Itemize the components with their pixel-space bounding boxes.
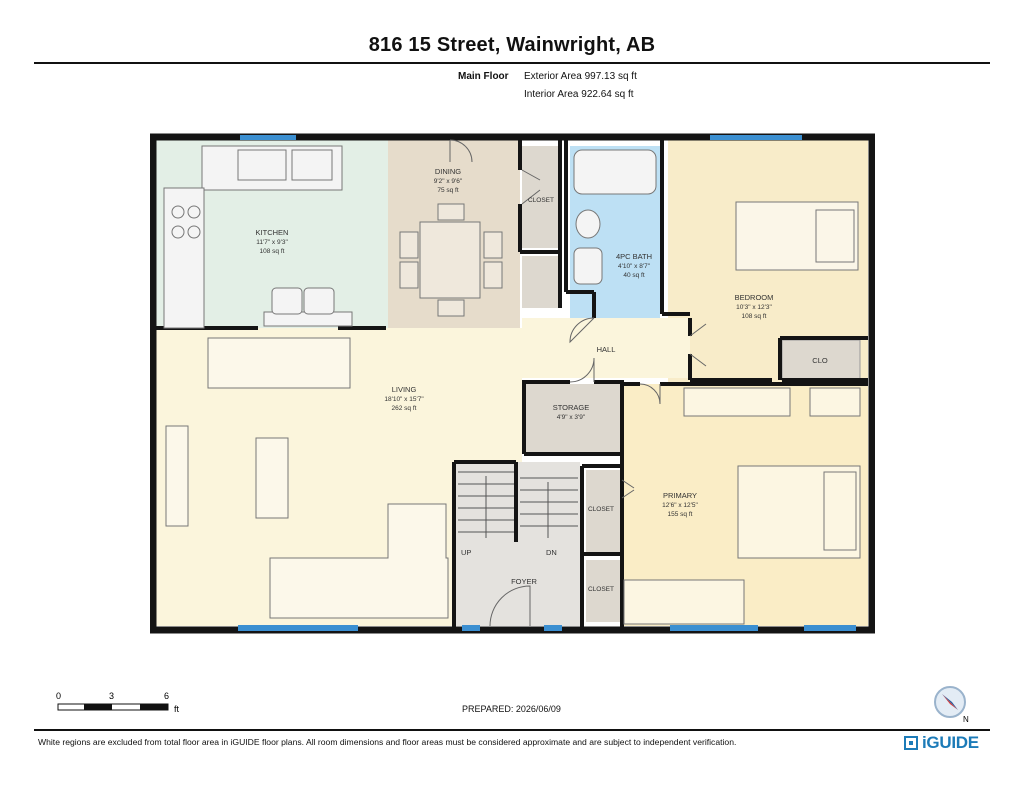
scale-tick-6: 6 [164,691,169,701]
living-name: LIVING [392,385,417,394]
storage-area [526,384,624,456]
dining-area-text: 75 sq ft [437,187,459,194]
bath-dims: 4'10" x 8'7" [618,263,651,270]
closet-primary [586,470,620,552]
living-dims: 18'10" x 15'7" [384,396,424,403]
title-divider [34,62,990,64]
kitchen-name: KITCHEN [256,228,289,237]
compass-north-label: N [963,715,969,724]
footer-divider [34,729,990,731]
bedroom-dims: 10'3" x 12'3" [736,304,772,311]
foyer-area [456,542,580,626]
living-area-text: 262 sq ft [392,405,417,412]
iguide-logo-icon [904,736,918,750]
primary-furniture [623,387,861,625]
primary-area-text: 155 sq ft [668,511,693,518]
doors [449,139,707,627]
compass-icon: N [934,686,969,724]
dining-nook [522,256,558,308]
foyer-closet-label: CLOSET [588,586,614,593]
iguide-logo: iGUIDE [904,733,979,753]
disclaimer-text: White regions are excluded from total fl… [38,737,737,747]
iguide-logo-text: iGUIDE [922,733,979,752]
dining-closet [522,146,558,248]
foyer-label: FOYER [511,577,537,586]
primary-dims: 12'6" x 12'5" [662,502,698,509]
clo-label: CLO [812,356,828,365]
windows [238,135,856,631]
kitchen-fixtures [163,145,353,329]
storage-name: STORAGE [553,403,590,412]
primary-closet-label: CLOSET [588,506,614,513]
hall-area [522,318,690,378]
floor-label: Main Floor [458,71,509,82]
dining-table [399,203,503,317]
scale-bar: 0 3 6 ft [56,691,180,714]
dining-name: DINING [435,167,461,176]
bedroom-area-text: 108 sq ft [742,313,767,320]
dining-dims: 9'2" x 9'6" [434,178,463,185]
page-title: 816 15 Street, Wainwright, AB [368,34,656,56]
dining-closet-label: CLOSET [528,197,554,204]
kitchen-area-text: 108 sq ft [260,248,285,255]
bath-area-text: 40 sq ft [623,272,645,279]
prepared-date: PREPARED: 2026/06/09 [462,704,561,714]
kitchen-dims: 11'7" x 9'3" [256,239,288,246]
stairs-up-label: UP [461,548,471,557]
exterior-wall [150,133,875,634]
stairs [458,471,578,538]
bath-name: 4PC BATH [616,252,652,261]
scale-unit: ft [174,704,180,714]
hall-label: HALL [597,345,616,354]
interior-walls [156,140,868,628]
closet-foyer [586,560,620,622]
exterior-area: Exterior Area 997.13 sq ft [524,71,637,82]
bedroom-name: BEDROOM [735,293,774,302]
scale-tick-0: 0 [56,691,61,701]
interior-area: Interior Area 922.64 sq ft [524,89,634,100]
storage-dims: 4'9" x 3'9" [557,414,586,421]
primary-name: PRIMARY [663,491,697,500]
bath-fixtures [573,149,657,285]
stairs-down-label: DN [546,548,557,557]
living-furniture [165,337,449,619]
floor-plan: KITCHEN 11'7" x 9'3" 108 sq ft DINING 9'… [150,133,875,634]
bedroom-furniture [735,201,859,271]
scale-tick-3: 3 [109,691,114,701]
